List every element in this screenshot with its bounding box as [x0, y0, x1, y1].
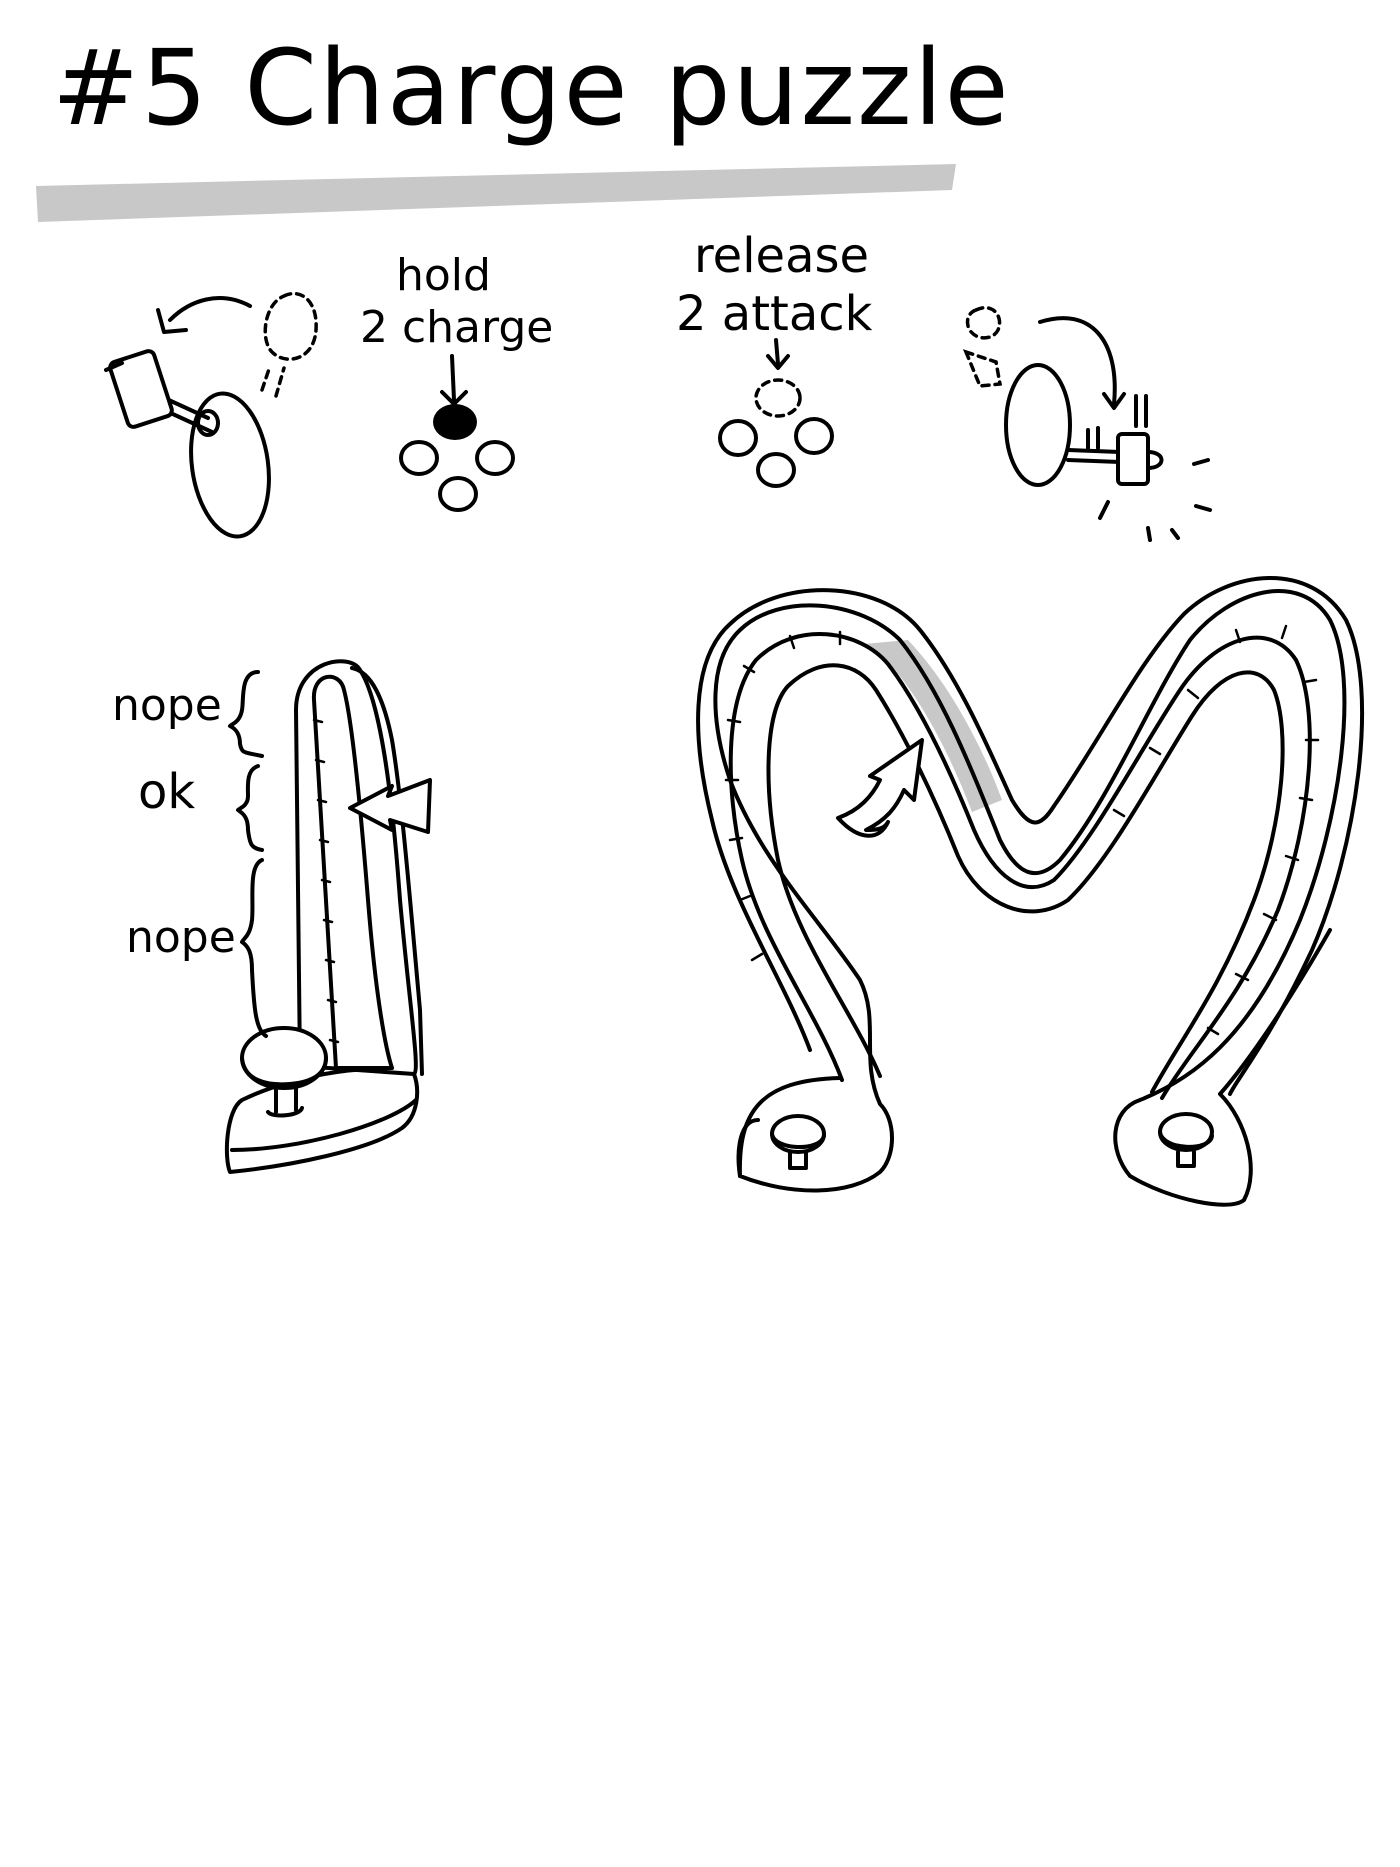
release-label-line1: release [694, 228, 870, 284]
meter-zone-top-label: nope [112, 680, 222, 731]
title-underline [36, 164, 956, 222]
hold-label-line2: 2 charge [360, 302, 554, 353]
m-shaped-charge-track [696, 576, 1365, 1207]
meter-zone-bottom-label: nope [126, 912, 236, 963]
hold-label-line1: hold [396, 250, 491, 301]
release-circle-icon [718, 338, 834, 488]
hammer-strike-icon [962, 306, 1212, 542]
release-label-line2: 2 attack [676, 286, 873, 342]
vertical-charge-meter [224, 659, 432, 1174]
page-title: #5 Charge puzzle [52, 27, 1011, 149]
charge-circle-icon [399, 354, 515, 512]
meter-zone-mid-label: ok [138, 764, 196, 820]
hammer-windup-icon [104, 291, 318, 539]
m-track-highlight [864, 640, 1002, 812]
